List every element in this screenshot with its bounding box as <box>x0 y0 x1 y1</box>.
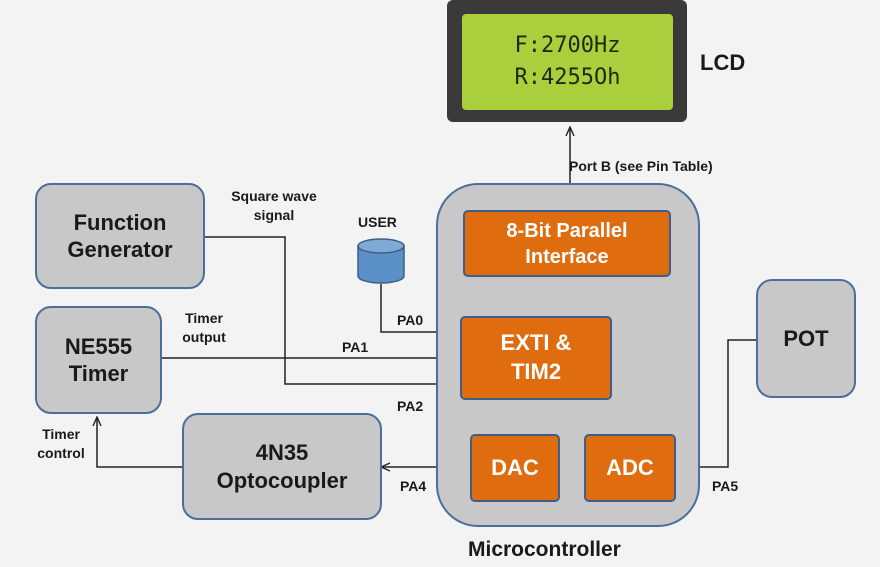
timer-output-label: Timer output <box>182 310 226 345</box>
pa2-label: PA2 <box>397 398 424 414</box>
pa0-label: PA0 <box>397 312 424 328</box>
lcd-resistance-line: R:4255Oh <box>514 65 621 90</box>
optocoupler-block: 4N35 Optocoupler <box>182 413 382 520</box>
lcd-title: LCD <box>700 50 746 75</box>
user-cylinder <box>357 238 405 284</box>
exti-tim2-block: EXTI & TIM2 <box>460 316 612 400</box>
ne555-timer-block: NE555 Timer <box>35 306 162 414</box>
lcd-screen: F:2700Hz R:4255Oh <box>462 14 673 110</box>
wire-square-wave <box>205 236 458 384</box>
wire-pot-adc <box>678 339 758 467</box>
square-wave-label: Square wave signal <box>231 188 317 223</box>
port-b-label: Port B (see Pin Table) <box>569 158 713 174</box>
parallel-interface-block: 8-Bit Parallel Interface <box>463 210 671 277</box>
adc-block: ADC <box>584 434 676 502</box>
pot-block: POT <box>756 279 856 398</box>
timer-control-label: Timer control <box>37 426 85 461</box>
user-label: USER <box>358 214 397 230</box>
lcd-frequency-line: F:2700Hz <box>514 33 621 59</box>
lcd-display: F:2700Hz R:4255Oh <box>447 0 687 122</box>
pa5-label: PA5 <box>712 478 739 494</box>
microcontroller-label: Microcontroller <box>468 538 621 561</box>
pa1-label: PA1 <box>342 339 369 355</box>
function-generator-block: Function Generator <box>35 183 205 289</box>
wire-user <box>380 284 458 332</box>
pa4-label: PA4 <box>400 478 427 494</box>
wire-timer-control <box>97 418 182 468</box>
dac-block: DAC <box>470 434 560 502</box>
